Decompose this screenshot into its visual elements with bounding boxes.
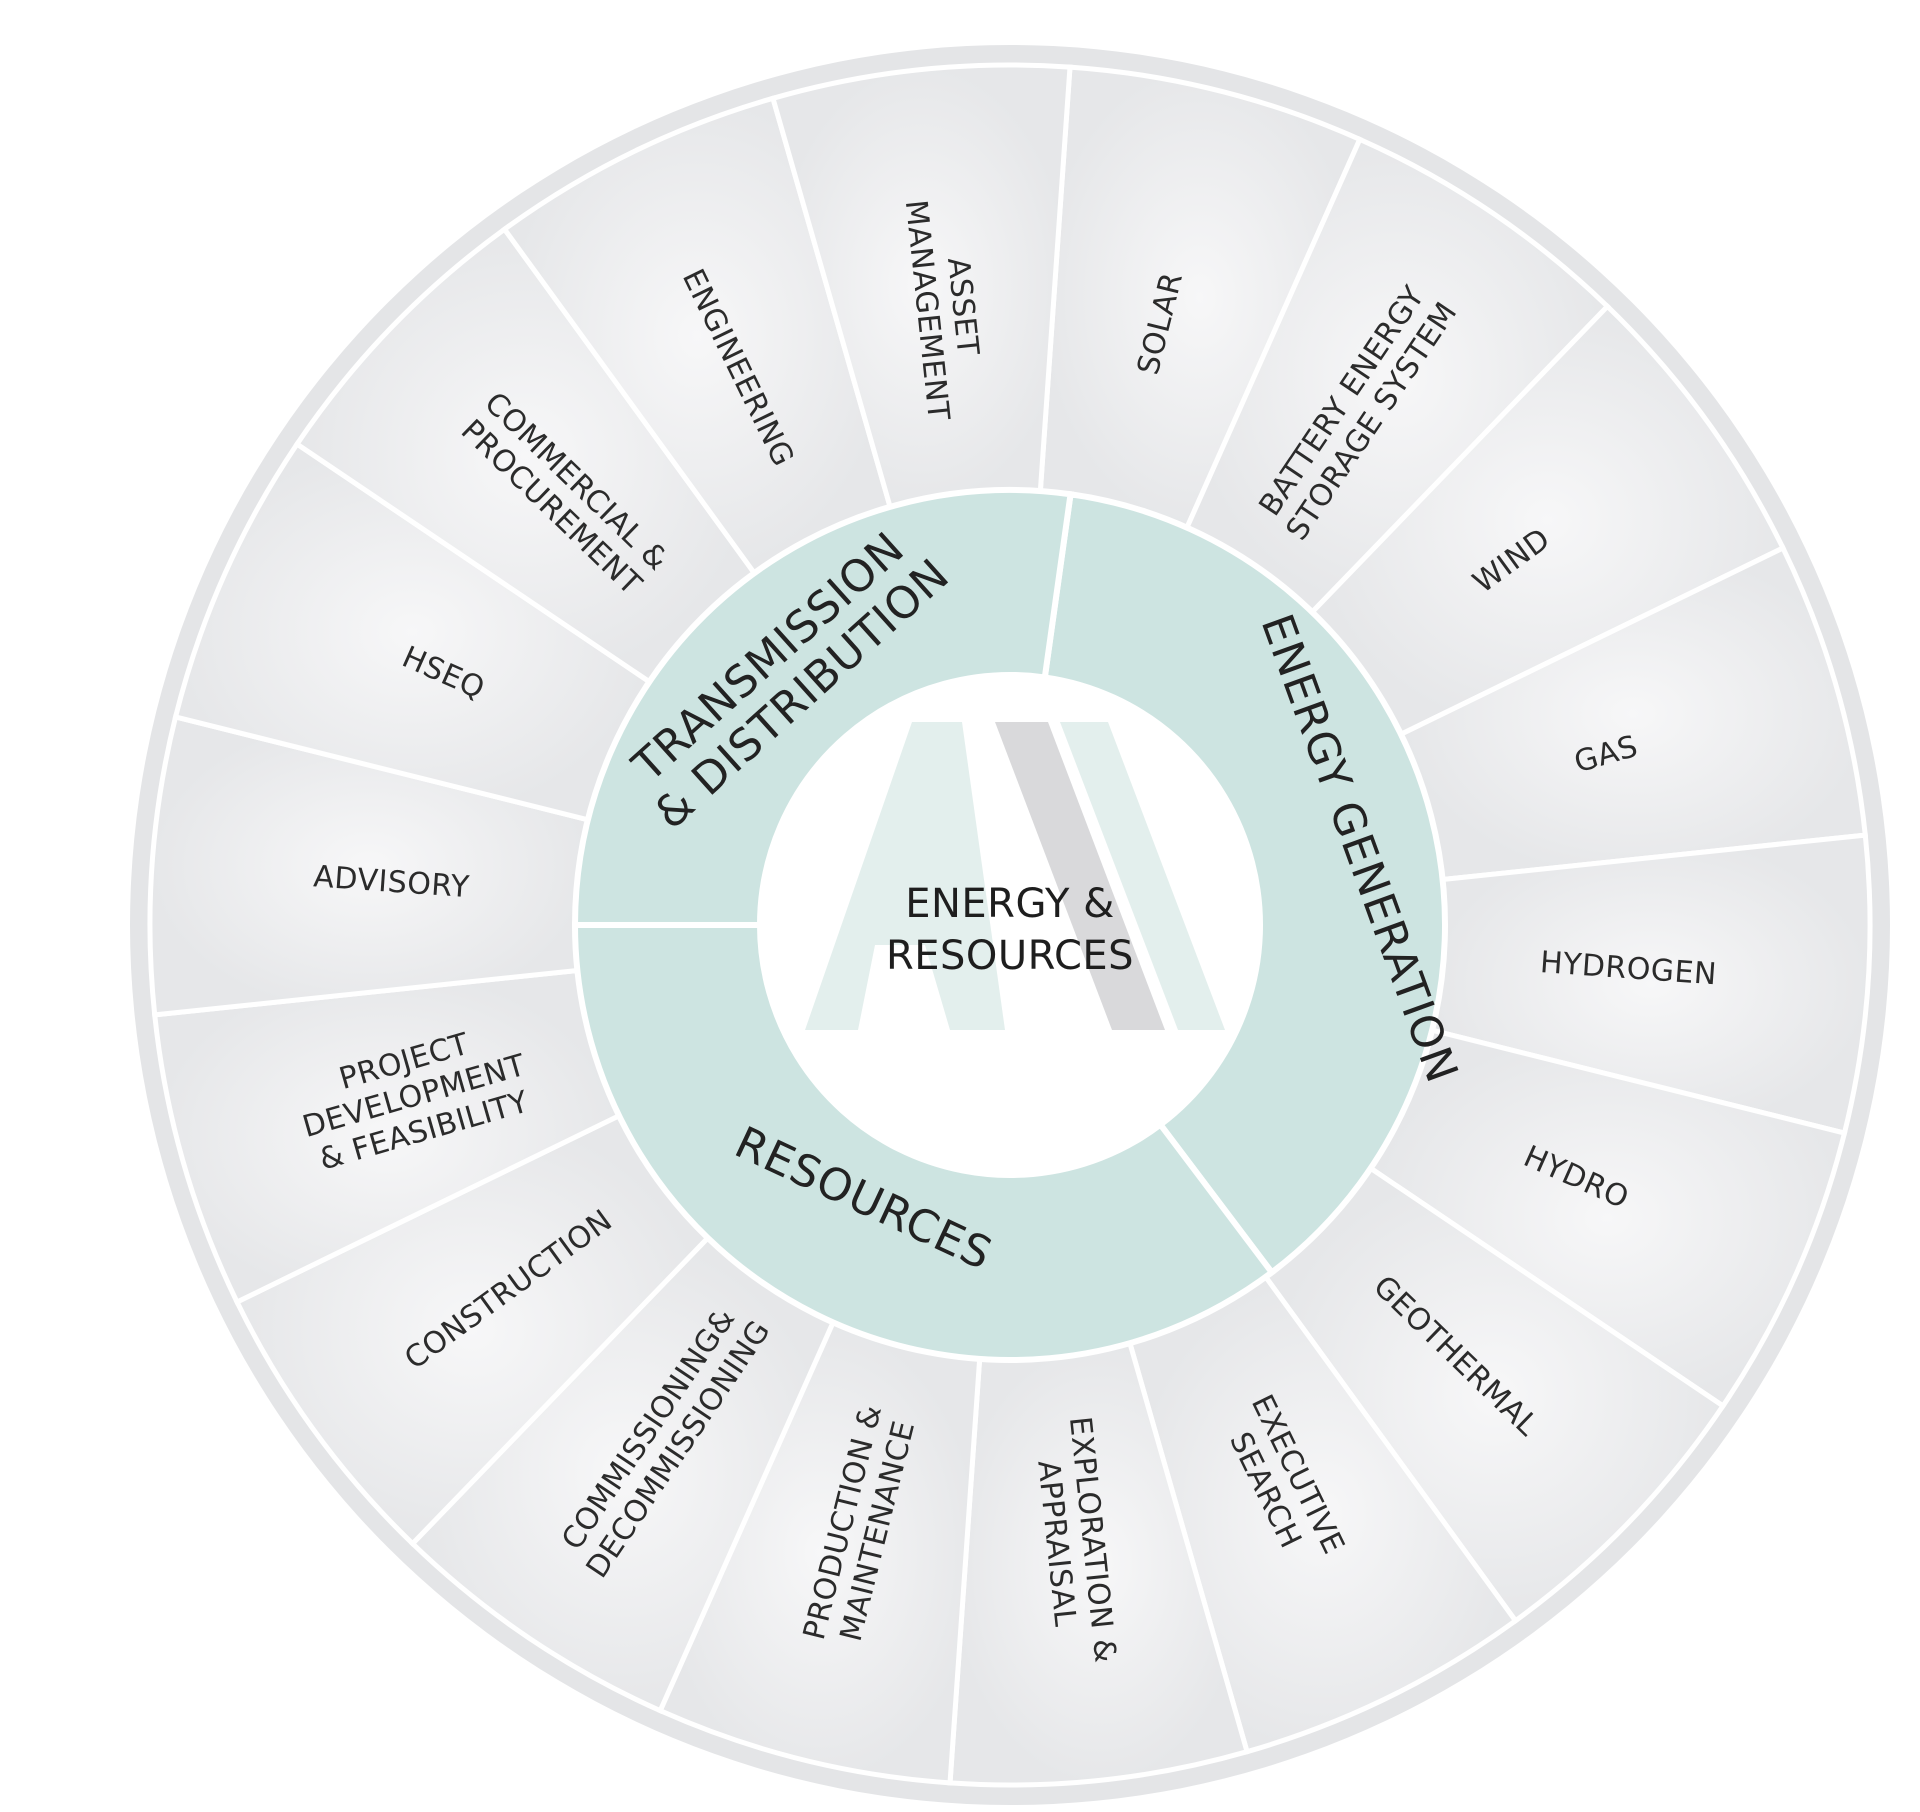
stylized-letter-a-logo: [805, 722, 1225, 1030]
logo-right-stroke: [1060, 722, 1225, 1030]
logo-middle-stroke: [995, 722, 1165, 1030]
logo-left-stroke: [805, 722, 1005, 1030]
center-title: ENERGY &RESOURCES: [886, 881, 1134, 979]
